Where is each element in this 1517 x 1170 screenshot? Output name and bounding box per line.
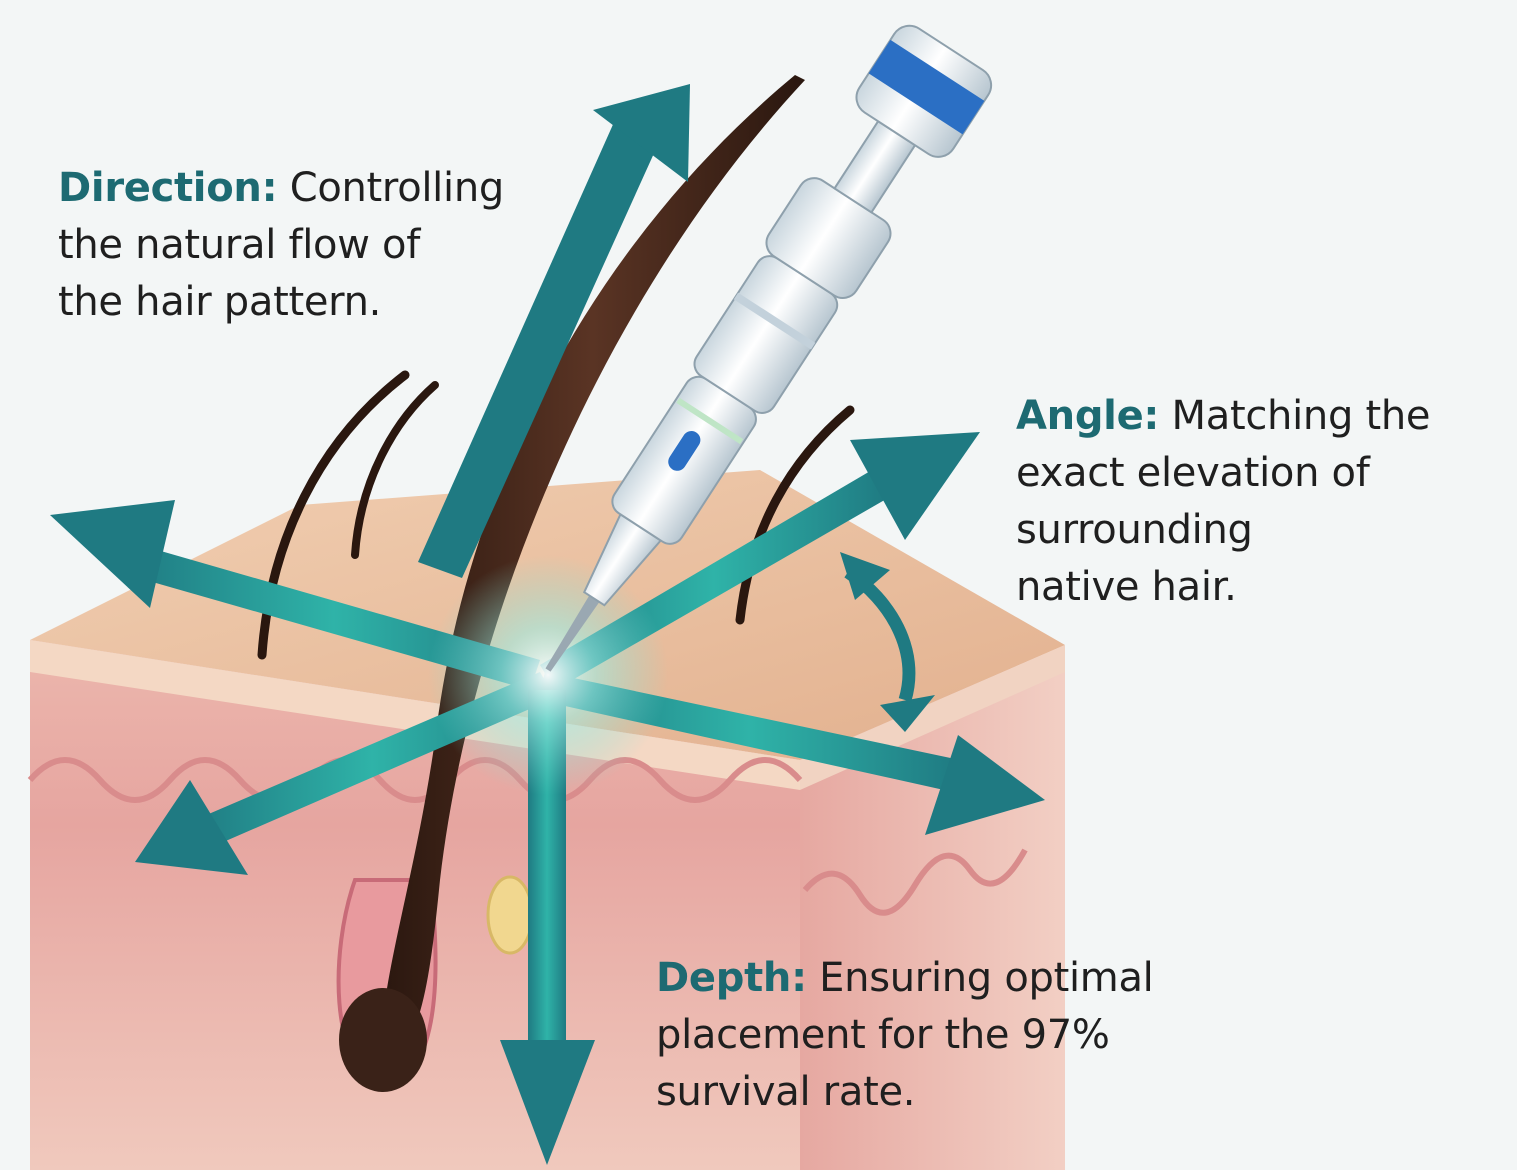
callout-angle-text: exact elevation of [1016,450,1370,496]
callout-angle-term: Angle: [1016,393,1159,439]
insertion-glow [428,555,668,795]
callout-direction: Direction: Controlling the natural flow … [58,160,578,331]
callout-angle-text: native hair. [1016,564,1237,610]
callout-depth: Depth: Ensuring optimal placement for th… [656,950,1256,1121]
callout-direction-term: Direction: [58,165,277,211]
callout-depth-text: Ensuring optimal [807,955,1154,1001]
hair-bulb [339,988,427,1092]
fat-cells [488,877,532,953]
callout-depth-term: Depth: [656,955,807,1001]
callout-angle-text: Matching the [1159,393,1430,439]
callout-direction-text: the natural flow of [58,222,420,268]
callout-depth-text: survival rate. [656,1069,915,1115]
callout-angle-text: surrounding [1016,507,1253,553]
callout-direction-text: Controlling [277,165,504,211]
callout-angle: Angle: Matching the exact elevation of s… [1016,388,1496,616]
callout-direction-text: the hair pattern. [58,279,381,325]
callout-depth-text: placement for the 97% [656,1012,1110,1058]
